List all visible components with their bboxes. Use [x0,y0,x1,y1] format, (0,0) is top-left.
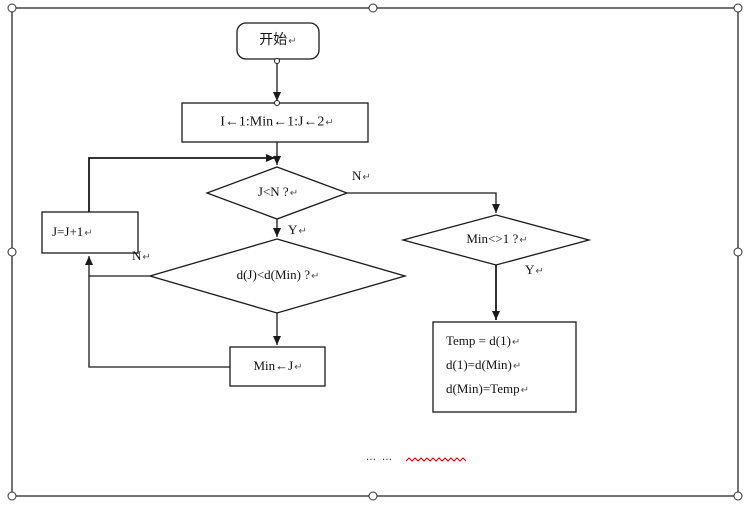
assign-min-label: Min←J [253,358,294,373]
swap-block[interactable]: Temp = d(1)↵ d(1)=d(Min)↵ d(Min)=Temp↵ [446,330,529,402]
swap-line-text: Temp = d(1) [446,333,511,348]
resize-handle-middle-right [733,247,743,257]
edge-label-text: N [352,168,362,183]
resize-handle-bottom-left [7,491,17,501]
paragraph-mark: ↵ [288,36,297,47]
edge-increment-loop [88,154,275,212]
assign-min-node[interactable]: Min←J↵ [253,358,302,376]
loop-condition-label: J<N ? [257,184,289,199]
resize-handle-middle-left [7,247,17,257]
edge-label-text: Y [288,222,298,237]
swap-condition[interactable]: Min<>1 ?↵ [466,231,527,249]
paragraph-mark: ↵ [512,361,522,372]
init-label: I←1:Min←1:J←2 [220,114,325,130]
swap-line-text: d(Min)=Temp [446,381,520,396]
edge-loop-no [347,192,500,213]
increment-label: J=J+1 [52,224,84,239]
edge-assign-back [88,276,230,368]
paragraph-mark: ↵ [84,228,93,239]
swap-line-text: d(1)=d(Min) [446,357,512,372]
paragraph-mark: ↵ [519,235,528,246]
edge-label-text: Y [525,262,535,277]
swap-line: Temp = d(1)↵ [446,330,529,354]
trailing-text: …… [366,450,398,466]
increment-node[interactable]: J=J+1↵ [52,224,93,242]
swap-line: d(1)=d(Min)↵ [446,354,529,378]
resize-handle-bottom-right [733,491,743,501]
edge-label-loop-yes: Y↵ [288,222,307,240]
paragraph-mark: ↵ [511,337,521,348]
paragraph-mark: ↵ [311,271,320,282]
edge-label-text: N [132,248,142,263]
edge-label-swap-yes: Y↵ [525,262,544,280]
init-node-shape [181,102,369,143]
connector-point-start [274,58,280,64]
paragraph-mark: ↵ [298,226,307,237]
trailing-text-value: …… [366,452,398,463]
compare-condition[interactable]: d(J)<d(Min) ?↵ [237,267,320,285]
start-label: 开始 [259,32,288,48]
resize-handle-top-center [368,3,378,13]
start-node[interactable]: 开始↵ [259,32,296,50]
resize-handle-top-left [7,3,17,13]
init-node[interactable]: I←1:Min←1:J←2↵ [220,115,334,132]
swap-line: d(Min)=Temp↵ [446,378,529,402]
paragraph-mark: ↵ [520,385,529,396]
paragraph-mark: ↵ [142,252,151,263]
edge-label-compare-no: N↵ [132,248,151,266]
loop-condition[interactable]: J<N ?↵ [258,184,298,202]
paragraph-mark: ↵ [289,188,299,199]
paragraph-mark: ↵ [294,362,303,373]
connector-point-init [274,100,280,106]
swap-block-shape [432,321,577,413]
resize-handle-bottom-center [368,491,378,501]
edge-label-loop-no: N↵ [352,168,371,186]
spell-check-underline [405,457,467,462]
paragraph-mark: ↵ [535,266,544,277]
compare-condition-label: d(J)<d(Min) ? [236,267,311,282]
increment-node-shape [41,211,139,254]
swap-condition-label: Min<>1 ? [466,231,519,246]
paragraph-mark: ↵ [325,117,334,129]
resize-handle-top-right [733,3,743,13]
resize-handles[interactable] [7,3,743,501]
paragraph-mark: ↵ [362,172,371,183]
